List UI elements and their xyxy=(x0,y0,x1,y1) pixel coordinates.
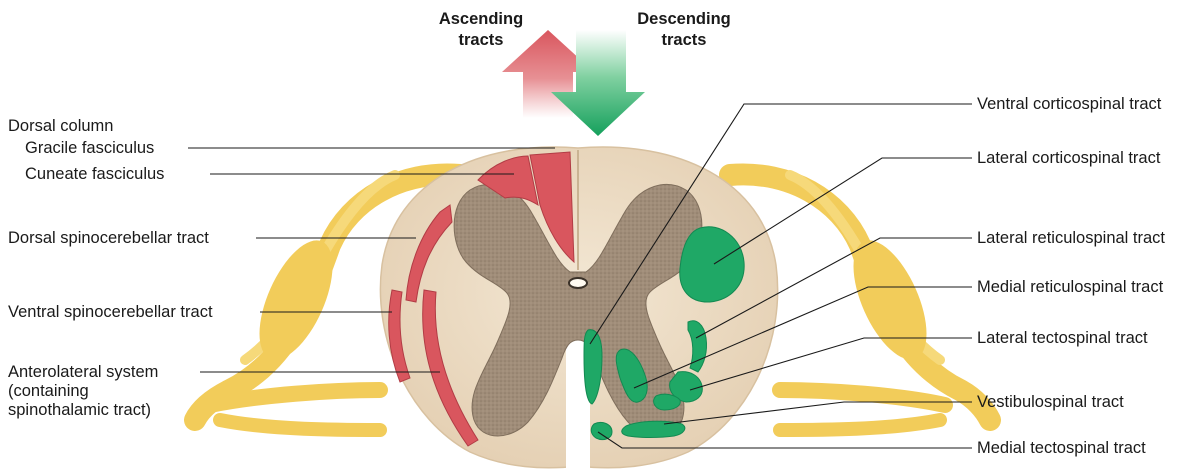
medial-tectospinal-small-region xyxy=(591,422,612,439)
descending-tracts-title: Descending tracts xyxy=(617,9,751,51)
label-gracile-fasciculus: Gracile fasciculus xyxy=(25,139,154,158)
label-dorsal-column: Dorsal column xyxy=(8,117,113,136)
central-canal xyxy=(569,278,587,288)
label-lateral-corticospinal-tract: Lateral corticospinal tract xyxy=(977,149,1177,168)
label-medial-tectospinal-tract: Medial tectospinal tract xyxy=(977,439,1146,458)
ascending-tracts-title: Ascending tracts xyxy=(420,9,542,51)
label-dorsal-spinocerebellar-tract: Dorsal spinocerebellar tract xyxy=(8,229,209,248)
label-vestibulospinal-tract: Vestibulospinal tract xyxy=(977,393,1124,412)
descending-title-text: Descending tracts xyxy=(637,10,731,49)
label-lateral-reticulospinal-tract: Lateral reticulospinal tract xyxy=(977,229,1165,248)
label-ventral-corticospinal-tract: Ventral corticospinal tract xyxy=(977,95,1161,114)
label-anterolateral-system: Anterolateral system (containing spinoth… xyxy=(8,363,194,420)
vestibulospinal-region xyxy=(654,394,681,410)
label-medial-reticulospinal-tract: Medial reticulospinal tract xyxy=(977,278,1163,297)
label-lateral-tectospinal-tract: Lateral tectospinal tract xyxy=(977,329,1148,348)
label-ventral-spinocerebellar-tract: Ventral spinocerebellar tract xyxy=(8,303,213,322)
ascending-title-text: Ascending tracts xyxy=(439,10,523,49)
label-cuneate-fasciculus: Cuneate fasciculus xyxy=(25,165,164,184)
